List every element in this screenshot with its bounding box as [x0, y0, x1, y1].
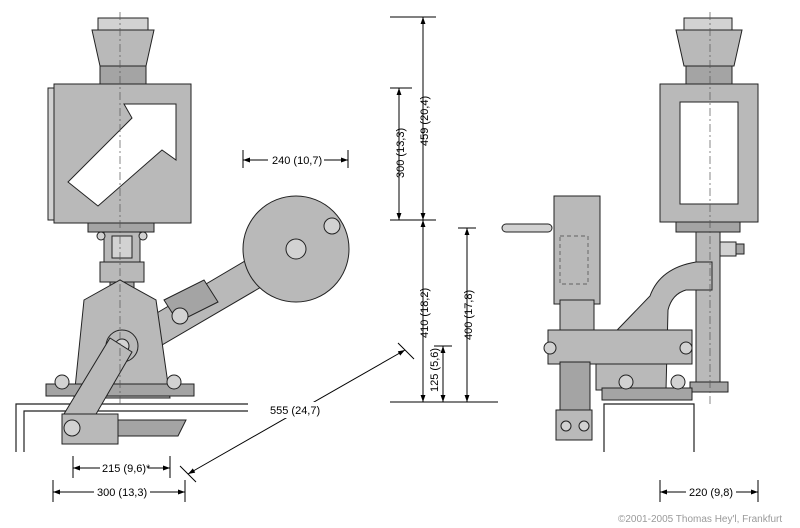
side-linkage: [543, 329, 693, 441]
front-crank: [61, 337, 187, 445]
dim-220: 220 (9,8): [689, 487, 733, 499]
side-lever-housing: [501, 195, 601, 331]
dim-400: 400 (17,8): [463, 290, 475, 340]
dim-215: 215 (9,6)*: [102, 463, 151, 475]
copyright-notice: ©2001-2005 Thomas Hey'l, Frankfurt: [618, 514, 782, 525]
side-window: [679, 101, 739, 205]
dim-125: 125 (5,6): [429, 348, 441, 392]
front-lamp-body: [47, 83, 192, 233]
front-ground-inner: [23, 410, 248, 452]
arrow-window: [67, 103, 177, 207]
side-lamp-cap: [675, 17, 743, 85]
side-lamp-body: [659, 83, 759, 233]
front-counterweight: [127, 195, 350, 353]
front-lamp-cap: [91, 17, 155, 85]
side-pedestal: [603, 403, 695, 452]
front-ground-line: [15, 403, 248, 452]
side-post: [689, 231, 745, 393]
dim-555: 555 (24,7): [270, 405, 320, 417]
side-view: [501, 12, 759, 452]
front-view: [15, 12, 350, 452]
dim-459: 459 (20,4): [419, 96, 431, 146]
dim-300-horizontal: 300 (13,3): [97, 487, 147, 499]
dimensions: 240 (10,7) 459 (20,4) 300 (13,3) 410 (18…: [52, 16, 759, 502]
dim-410: 410 (18,2): [419, 288, 431, 338]
dim-240: 240 (10,7): [272, 155, 322, 167]
dim-300-vertical: 300 (13,3): [395, 128, 407, 178]
